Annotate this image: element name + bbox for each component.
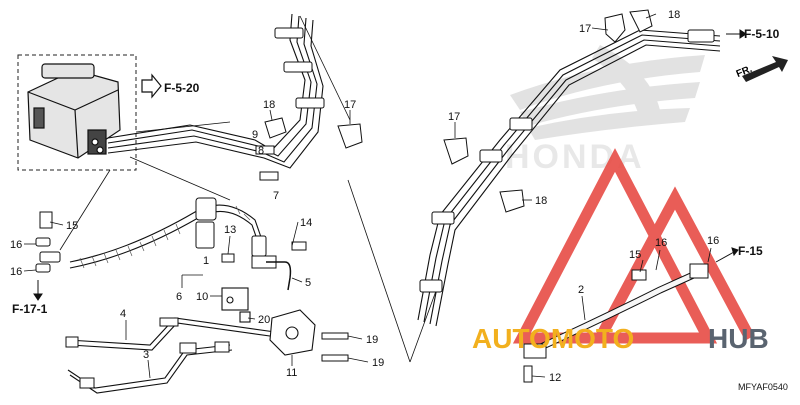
callout-10: 10 bbox=[196, 291, 208, 303]
tube-clamps bbox=[255, 27, 325, 181]
honda-wing-watermark: HONDA bbox=[505, 45, 705, 176]
ref-arrows bbox=[33, 29, 747, 301]
lower-pipe-nuts bbox=[65, 317, 230, 389]
callout-2: 2 bbox=[578, 284, 584, 296]
brake-pipe-5 bbox=[266, 261, 292, 291]
logo-text-left: AUTOMOTO bbox=[472, 323, 634, 354]
callout-leaders bbox=[23, 13, 712, 379]
callout-16: 16 bbox=[655, 237, 667, 249]
callout-18: 18 bbox=[535, 195, 547, 207]
callout-16: 16 bbox=[707, 235, 719, 247]
callout-1: 1 bbox=[203, 255, 209, 267]
callouts: 17 18 18 17 9 8 7 17 17 18 15 16 16 14 1… bbox=[10, 9, 719, 384]
callout-3: 3 bbox=[143, 349, 149, 361]
right-clamps bbox=[419, 29, 715, 293]
leader-lines bbox=[59, 15, 441, 363]
three-way-joint bbox=[221, 287, 316, 356]
logo-text-right: HUB bbox=[708, 323, 769, 354]
logo-text: AUTOMOTO HUB bbox=[472, 323, 769, 354]
callout-6: 6 bbox=[176, 291, 182, 303]
brake-tubes-upper bbox=[107, 13, 324, 169]
abs-modulator bbox=[27, 63, 121, 159]
ref-f-5-10: F-5-10 bbox=[744, 27, 780, 41]
callout-19: 19 bbox=[366, 334, 378, 346]
front-hose bbox=[69, 204, 263, 269]
front-arrow bbox=[742, 56, 788, 82]
callout-15: 15 bbox=[66, 220, 78, 232]
callout-14: 14 bbox=[300, 217, 312, 229]
hose-hatch bbox=[79, 205, 251, 269]
clip-brackets bbox=[264, 9, 653, 213]
bolts bbox=[39, 211, 349, 362]
logo-mark bbox=[512, 148, 755, 344]
callout-11: 11 bbox=[286, 367, 297, 379]
abs-modulator-frame bbox=[17, 54, 137, 171]
f-5-20-arrow bbox=[141, 73, 162, 99]
hose-fittings bbox=[35, 197, 277, 273]
callout-13: 13 bbox=[224, 224, 236, 236]
lower-pipes bbox=[67, 317, 278, 394]
callout-16: 16 bbox=[10, 266, 22, 278]
callout-17: 17 bbox=[448, 111, 460, 123]
callout-16: 16 bbox=[10, 239, 22, 251]
callout-15: 15 bbox=[629, 249, 641, 261]
ref-f-17-1: F-17-1 bbox=[12, 302, 48, 316]
callout-12: 12 bbox=[549, 372, 561, 384]
callout-9: 9 bbox=[252, 129, 258, 141]
callout-17: 17 bbox=[344, 99, 356, 111]
ref-f-15: F-15 bbox=[738, 244, 763, 258]
callout-17: 17 bbox=[579, 23, 591, 35]
callout-18: 18 bbox=[668, 9, 680, 21]
callout-7: 7 bbox=[273, 190, 279, 202]
callout-19: 19 bbox=[372, 357, 384, 369]
image-code: MFYAF0540 bbox=[738, 382, 788, 392]
rear-hose bbox=[523, 263, 709, 383]
section-refs: F-5-20 F-5-10 F-15 F-17-1 FR. bbox=[12, 27, 780, 316]
callout-5: 5 bbox=[305, 277, 311, 289]
ref-f-5-20: F-5-20 bbox=[164, 81, 200, 95]
callout-4: 4 bbox=[120, 308, 126, 320]
callout-20: 20 bbox=[258, 314, 270, 326]
callout-18: 18 bbox=[263, 99, 275, 111]
callout-8: 8 bbox=[258, 145, 264, 157]
